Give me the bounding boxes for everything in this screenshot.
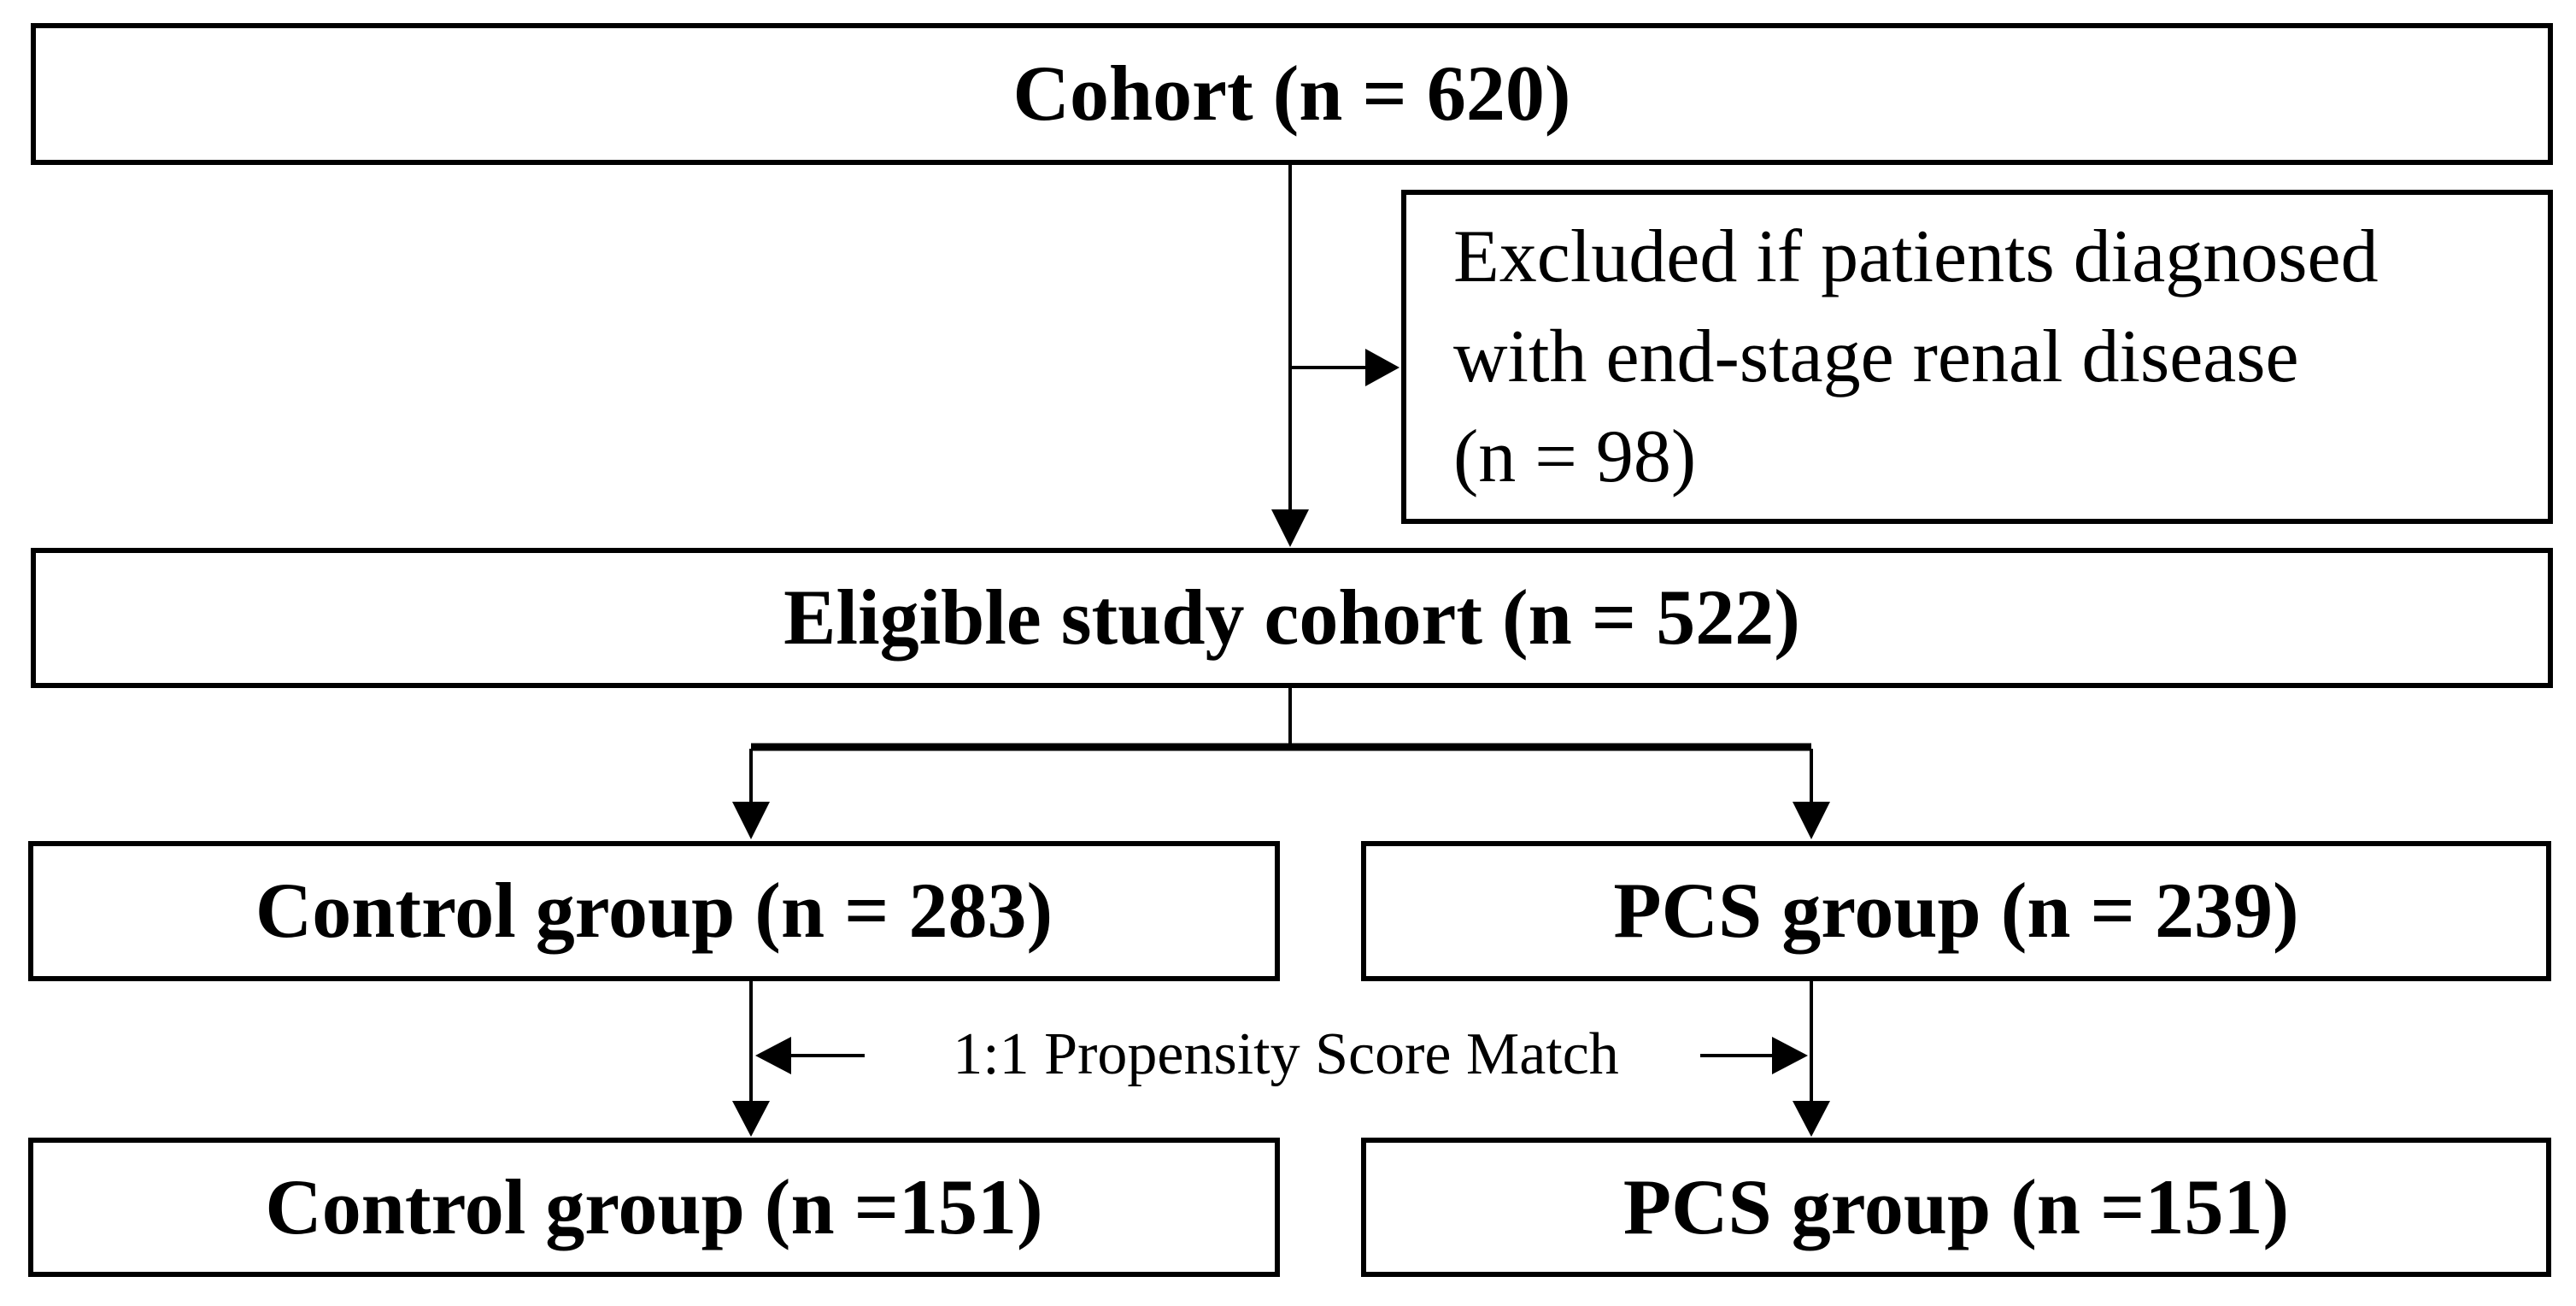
box-control-group-matched-label: Control group (n =151) <box>265 1162 1043 1250</box>
arrow-match-right <box>1700 1037 1808 1074</box>
box-cohort-label: Cohort (n = 620) <box>1012 50 1571 138</box>
arrow-pcs-to-matched <box>1793 981 1830 1137</box>
box-control-group-unmatched-label: Control group (n = 283) <box>255 867 1053 955</box>
box-eligible-cohort: Eligible study cohort (n = 522) <box>31 548 2553 688</box>
arrow-split-to-control <box>732 749 770 839</box>
box-cohort: Cohort (n = 620) <box>31 23 2553 165</box>
propensity-match-label: 1:1 Propensity Score Match <box>953 1021 1619 1087</box>
box-control-group-matched: Control group (n =151) <box>28 1138 1280 1277</box>
box-pcs-group-matched-label: PCS group (n =151) <box>1622 1162 2290 1250</box>
box-excluded: Excluded if patients diagnosed with end-… <box>1401 190 2553 524</box>
arrow-branch-to-excluded <box>1290 349 1399 386</box>
connector-eligible-split <box>751 688 1811 751</box>
box-eligible-cohort-label: Eligible study cohort (n = 522) <box>783 574 1800 662</box>
box-pcs-group-unmatched: PCS group (n = 239) <box>1361 841 2551 981</box>
arrow-cohort-to-eligible <box>1271 165 1309 547</box>
arrow-match-left <box>755 1037 865 1074</box>
arrow-split-to-pcs <box>1793 749 1830 839</box>
box-control-group-unmatched: Control group (n = 283) <box>28 841 1280 981</box>
box-pcs-group-unmatched-label: PCS group (n = 239) <box>1613 867 2299 955</box>
box-pcs-group-matched: PCS group (n =151) <box>1361 1138 2551 1277</box>
box-excluded-label: Excluded if patients diagnosed with end-… <box>1453 215 2379 498</box>
arrow-control-to-matched <box>732 981 770 1137</box>
